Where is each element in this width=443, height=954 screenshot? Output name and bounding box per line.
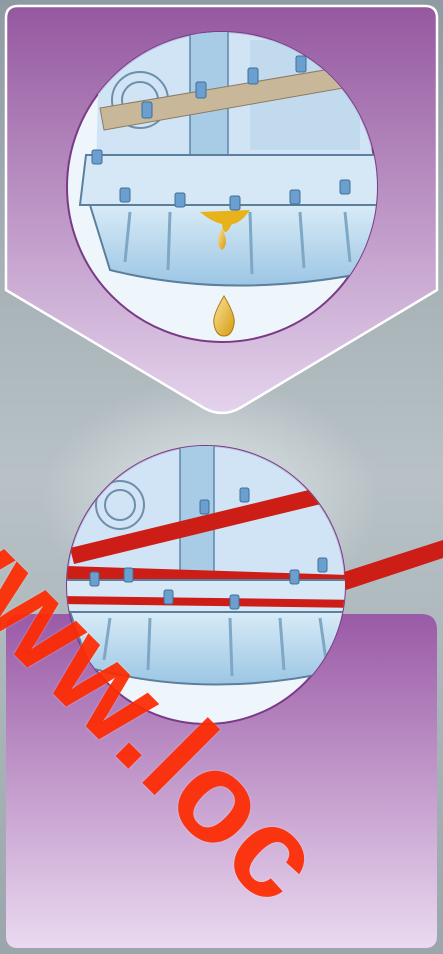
oil-drop-icon — [213, 295, 235, 337]
oil-pan-leaking-illustration — [66, 31, 378, 343]
oil-pan-sealed-illustration — [66, 445, 346, 725]
bottom-panel — [6, 614, 437, 948]
sealant-strip-outside — [344, 540, 443, 590]
